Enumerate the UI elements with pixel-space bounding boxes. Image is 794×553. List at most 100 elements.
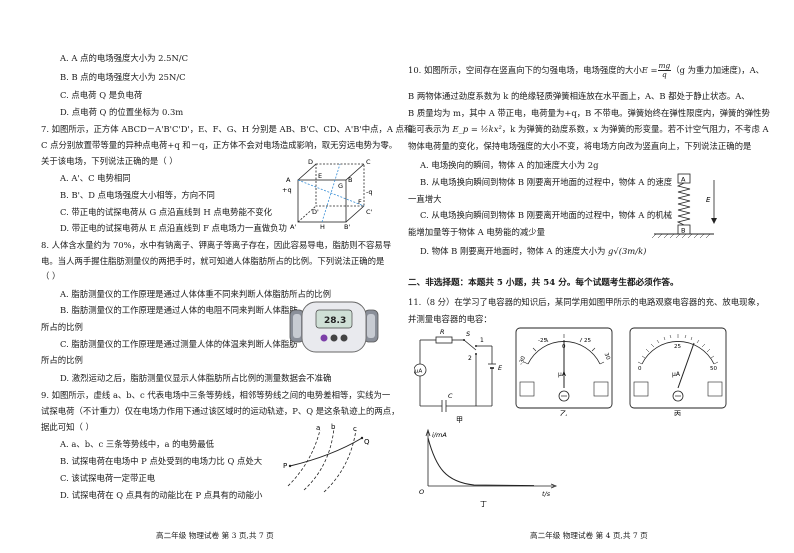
text-line: B. B 点的电场强度大小为 25N/C [60,72,186,82]
equipotential-label: b [331,423,336,431]
microammeter-zero-center: -30 -25 0 25 30 μA 乙 [515,327,613,416]
cube-label: H [320,223,325,230]
text-line: C. 点电荷 Q 是负电荷 [60,90,143,100]
circuit-label: 2 [468,355,472,362]
text-line: D. 激烈运动之后，脂肪测量仪显示人体脂肪所占比例的测量数据会不准确 [60,373,332,383]
text-line: C. 脂肪测量仪的工作原理是通过测量人体的体温来判断人体脂肪 [60,339,298,349]
cube-label: -q [366,188,372,196]
text-line: 能增加量等于物体 A 电势能的减少量 [408,227,545,237]
text-line: D. 点电荷 Q 的位置坐标为 0.3m [60,107,184,117]
cube-label: C [366,158,371,166]
text-line: 关于该电场，下列说法正确的是（ ） [41,156,178,166]
text-line: D. 带正电的试探电荷从 E 点沿直线到 F 点电场力一直做负功 [60,223,287,233]
meter1-unit: μA [558,371,567,378]
text-line: A. 脂肪测量仪的工作原理是通过人体体重不同来判断人体脂肪所占的比例 [60,289,331,299]
cube-label: B [348,176,352,184]
text-line: C. 从电场换向瞬间到物体 B 刚要离开地面的过程中，物体 A 的机械 [420,210,673,220]
q10-optd-formula: g√(3m/k) [608,246,647,256]
cube-label: +q [282,186,292,194]
body-fat-analyzer-image: 28.3 [289,301,379,353]
text-line: 所占的比例 [41,322,83,332]
text-line: 试探电荷（不计重力）仅在电场力作用下通过该区域时的运动轨迹，P、Q 是这条轨迹上… [41,406,400,416]
q10-post: （g 为重力加速度)，A、 [671,65,764,75]
text-line: B. 脂肪测量仪的工作原理是通过人体的电阻不同来判断人体脂肪 [60,305,298,315]
spring-label: E [706,196,711,204]
text-line: C. 带正电的试探电荷从 G 点沿直线到 H 点电势能不变化 [60,207,272,217]
meter2-tick: 25 [674,344,681,350]
cube-label: A' [290,223,296,230]
microammeter: 0 25 50 μA 丙 [629,327,727,416]
svg-text:28.3: 28.3 [324,316,346,326]
section-2-heading: 二、非选择题：本题共 5 小题，共 54 分。每个试题考生都必须作答。 [408,278,679,288]
circuit-label: R [440,328,445,336]
equipotential-figure: a b c P Q [283,423,370,493]
q10-line-ep: 能可表示为 E_p = ½kx²，k 为弹簧的劲度系数，x 为弹簧的形变量。若不… [408,124,769,135]
circuit-label: μA [415,369,422,375]
cube-label: D [308,158,313,166]
cube-figure: A +q D C B E G -q F D' C' A' H B' [282,158,373,230]
text-line: C 点分别放置带等量的异种点电荷+q 和－q，正方体不会对电场造成影响，取无穷远… [41,140,398,150]
meter2-unit: μA [672,371,681,378]
text-line: A. 电场换向的瞬间，物体 A 的加速度大小为 2g [420,160,599,170]
text-line: 并测量电容器的电容： [408,314,492,324]
left-footer: 高二年级 物理试卷 第 3 页,共 7 页 [156,531,274,540]
q10-ep-formula: E_p = ½kx² [452,124,502,134]
text-line: A. a、b、c 三条等势线中，a 的电势最低 [60,439,214,449]
q10-num: mg [657,61,672,71]
text-line: D. 试探电荷在 Q 点具有的动能比在 P 点具有的动能小 [60,490,263,500]
text-line: B. B'、D 点电场强度大小相等，方向不同 [60,190,215,200]
text-line: 11.（8 分）在学习了电容器的知识后，某同学用如图甲所示的电路观察电容器的充、… [408,297,765,307]
text-line: B. 从电场换向瞬间到物体 B 刚要离开地面的过程中，物体 A 的速度 [420,177,673,187]
text-line: B 两物体通过劲度系数为 k 的绝缘轻质弹簧相连放在水平面上，A、B 都处于静止… [408,91,750,101]
circuit-label: E [498,364,503,372]
graph-xlabel: t/s [542,490,551,498]
meter2-tick: 50 [710,366,717,372]
text-line: 电。当人两手握住脂肪测量仪的两把手时，就可知道人体脂肪所占的比例。下列说法正确的… [41,256,385,266]
q10-e: E = [641,65,658,75]
cube-label: G [338,182,343,190]
cube-label: D' [312,208,319,216]
q10-pre: 10. 如图所示，空间存在竖直向下的匀强电场，电场强度的大小 [408,65,642,75]
left-page: A. A 点的电场强度大小为 2.5N/C B. B 点的电场强度大小为 25N/… [8,0,412,553]
text-line: 9. 如图所示，虚线 a、b、c 代表电场中三条等势线，相邻等势线之间的电势差相… [41,390,391,400]
meter1-tick: 0 [562,344,566,350]
text-line: 所占的比例 [41,355,83,365]
right-footer: 高二年级 物理试卷 第 4 页,共 7 页 [530,531,648,540]
meter2-tick: 0 [638,366,642,372]
text-line: 7. 如图所示，正方体 ABCD－A'B'C'D'，E、F、G、H 分别是 AB… [41,124,413,134]
meter1-tick: 25 [584,338,591,344]
meter1-tick: -30 [518,355,527,366]
text-line: A. A'、C 电势相同 [60,173,131,183]
q10-ep-post: ，k 为弹簧的劲度系数，x 为弹簧的形变量。若不计空气阻力，不考虑 A [501,124,769,134]
meter1-tick: -25 [538,338,547,344]
cube-label: E [318,172,322,180]
cube-label: A [286,176,291,184]
circuit-label: S [466,330,470,338]
circuit-label: C [448,392,453,400]
spring-label: B [681,227,685,235]
q10-line4: 物体电荷量的变化，保持电场强度的大小不变，将电场方向改为竖直向上，下列说法正确的… [408,141,752,151]
graph-origin: O [419,488,424,496]
graph-ylabel: i/mA [432,431,447,439]
cube-label: B' [344,223,350,230]
spring-label: A [681,176,686,184]
equipotential-label: Q [364,438,370,446]
circuit-figure: μA R S 1 2 E C 甲 [414,328,503,424]
text-line: 据此可知（ ） [41,422,94,432]
q10-den: q [662,70,667,79]
text-line: B. 试探电荷在电场中 P 点处受到的电场力比 Q 点处大 [60,456,263,466]
meter1-tick: 30 [603,352,611,361]
cube-label: C' [366,208,373,216]
fig-label-bing: 丙 [674,410,681,416]
cube-label: F [358,198,362,206]
equipotential-label: P [283,462,287,470]
text-line: 一直增大 [408,194,442,204]
equipotential-label: c [353,425,357,433]
text-line: A. A 点的电场强度大小为 2.5N/C [60,53,188,63]
equipotential-label: a [316,424,320,432]
spring-figure: A B E [651,173,717,239]
text-line: 8. 人体含水量约为 70%，水中有钠离子、钾离子等离子存在，因此容易导电，脂肪… [41,240,392,250]
